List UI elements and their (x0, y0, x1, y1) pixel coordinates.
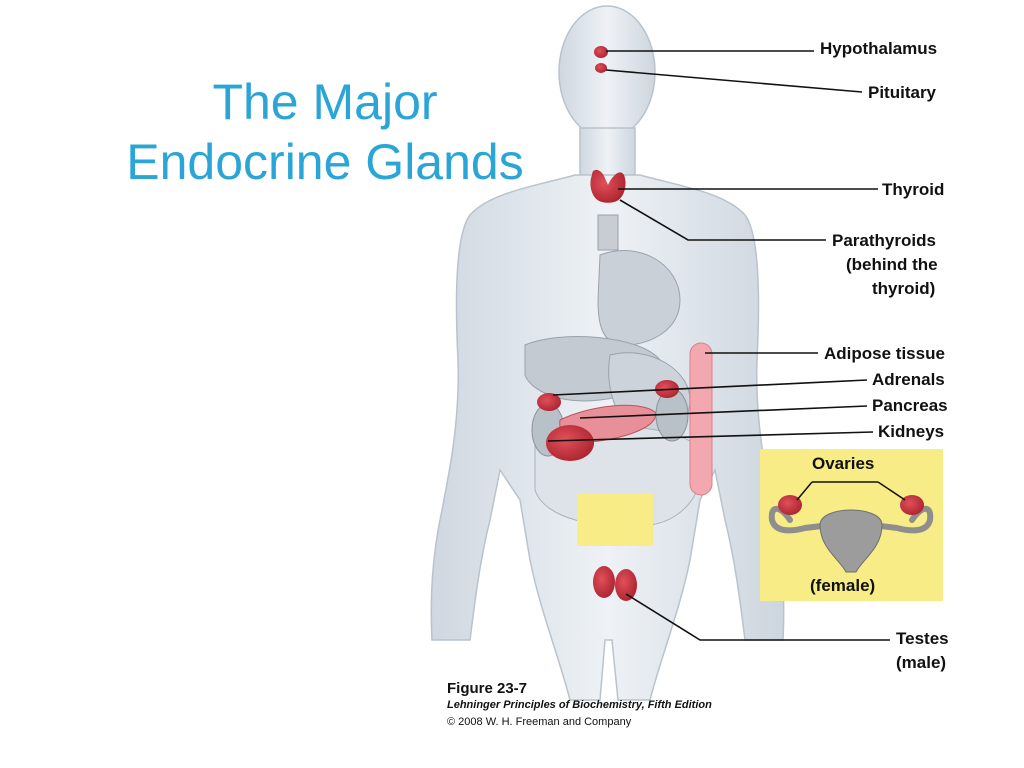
label-parathyroids-1: Parathyroids (832, 231, 936, 250)
label-hypothalamus: Hypothalamus (820, 39, 937, 58)
left-adrenal-gland (537, 393, 561, 411)
uterus (819, 509, 883, 573)
leader-lines (547, 50, 890, 641)
hypothalamus-gland (594, 46, 608, 58)
groin-box (577, 493, 653, 546)
leader-pituitary (605, 69, 863, 93)
leader-adrenals (552, 379, 868, 396)
figure-source: Lehninger Principles of Biochemistry, Fi… (447, 699, 712, 711)
trachea (597, 214, 619, 251)
label-pancreas: Pancreas (872, 396, 948, 415)
label-thyroid: Thyroid (882, 180, 944, 199)
label-ovaries: Ovaries (812, 454, 874, 473)
ovaries-leader-right (877, 481, 906, 501)
internal-organs (524, 214, 704, 527)
label-testes: Testes (896, 629, 949, 648)
title-line-2: Endocrine Glands (126, 134, 524, 190)
pituitary-gland (595, 63, 607, 73)
label-parathyroids-2: (behind the (846, 255, 938, 274)
kidney-gland (546, 425, 594, 461)
label-adipose: Adipose tissue (824, 344, 945, 363)
label-parathyroids-3: thyroid) (872, 279, 935, 298)
right-testis (615, 569, 637, 601)
leader-testes (625, 593, 890, 641)
left-ovary (778, 495, 802, 515)
figure-copyright: © 2008 W. H. Freeman and Company (447, 716, 632, 728)
leader-kidneys (547, 431, 874, 442)
leader-pancreas (579, 405, 868, 419)
leader-parathyroids (619, 199, 826, 241)
label-male: (male) (896, 653, 946, 672)
right-ovary (900, 495, 924, 515)
title-line-1: The Major (212, 74, 438, 130)
ovaries-leader-left (796, 481, 813, 501)
heart (597, 250, 681, 346)
thyroid-gland (590, 169, 626, 203)
gland-labels: Hypothalamus Pituitary Thyroid Parathyro… (820, 39, 949, 672)
label-pituitary: Pituitary (868, 83, 937, 102)
left-testis (593, 566, 615, 598)
glands (537, 46, 679, 601)
ovaries-inset: Ovaries (female) (760, 449, 943, 601)
slide-title: The Major Endocrine Glands (60, 72, 590, 192)
figure-number: Figure 23-7 (447, 680, 528, 697)
label-female: (female) (810, 576, 875, 595)
label-adrenals: Adrenals (872, 370, 945, 389)
label-kidneys: Kidneys (878, 422, 944, 441)
adipose-tissue-strip (689, 342, 713, 496)
